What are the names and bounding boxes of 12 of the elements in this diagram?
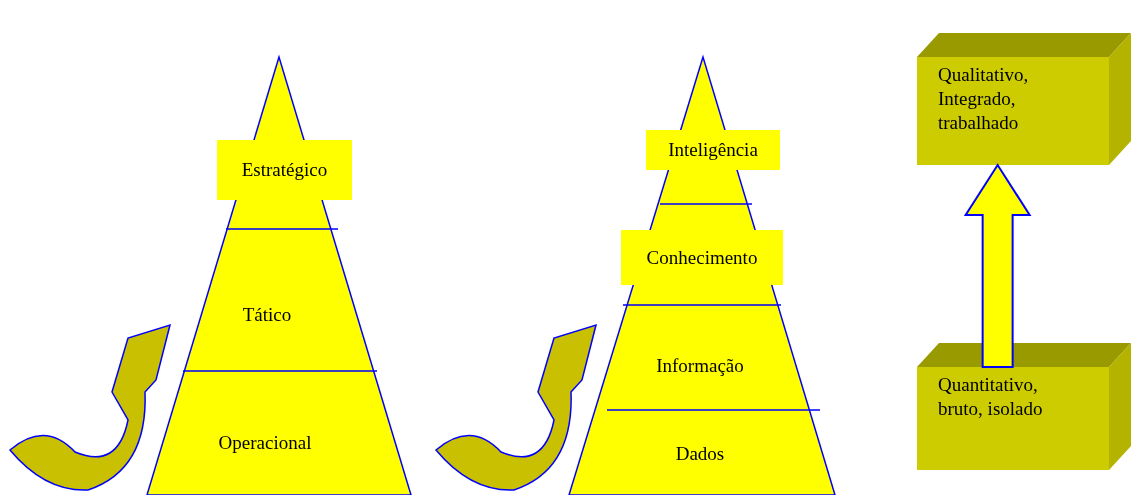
node-label: Estratégico (241, 158, 328, 182)
node-label: Dados (675, 442, 725, 466)
node-label: Tático (242, 303, 292, 327)
node-label: Quantitativo, bruto, isolado (938, 373, 1044, 421)
node-label: Inteligência (668, 138, 758, 162)
level-box (217, 140, 352, 200)
node-label: Operacional (218, 431, 312, 455)
node-label: Informação (656, 354, 744, 378)
node-label: Conhecimento (646, 245, 758, 270)
block-arrow (963, 163, 1032, 368)
node-label: Qualitativo, Integrado, trabalhado (938, 63, 1030, 135)
level-box (646, 130, 780, 170)
